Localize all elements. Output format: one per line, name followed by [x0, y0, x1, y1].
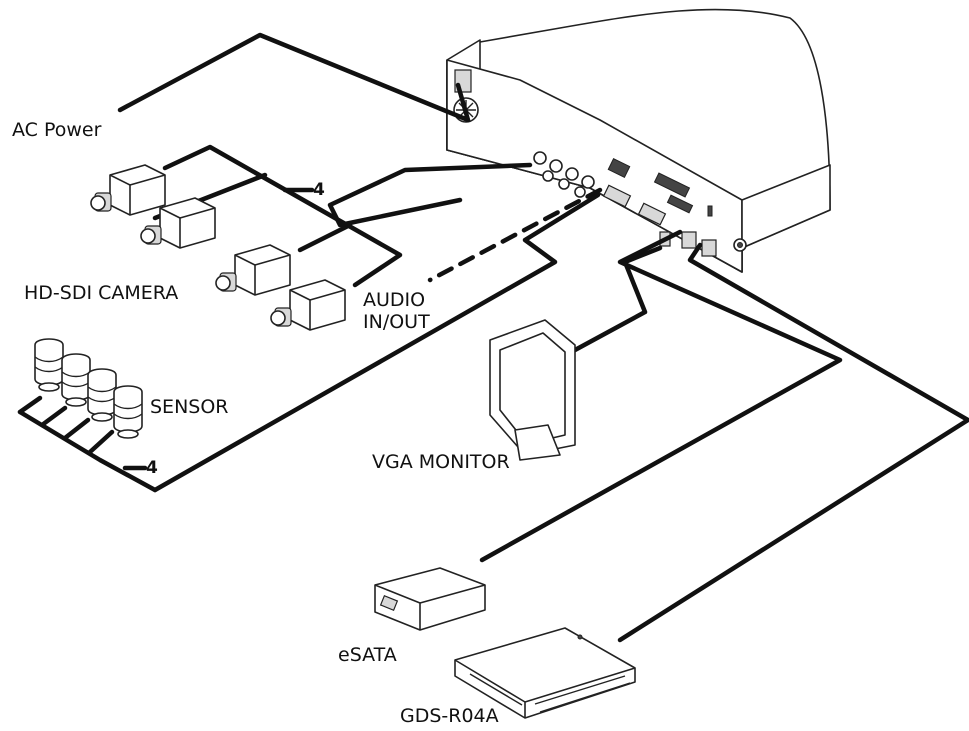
camera-count: 4	[313, 180, 325, 200]
camera-icon	[140, 197, 216, 249]
vga-monitor-label: VGA MONITOR	[372, 451, 510, 473]
sensor-icon	[87, 368, 117, 422]
gds-r04a-icon	[454, 627, 636, 719]
sensor-count: 4	[146, 458, 158, 478]
audio-label-line1: AUDIO	[363, 289, 426, 311]
cables	[17, 32, 969, 643]
sensor-icons	[34, 338, 143, 439]
vga-monitor-icon	[489, 319, 576, 461]
bnc-connectors	[533, 151, 595, 198]
hd-sdi-camera-label: HD-SDI CAMERA	[24, 282, 179, 304]
sensor-drops	[17, 395, 115, 455]
camera-cable-3	[297, 222, 353, 253]
sensor-icon	[61, 353, 91, 407]
camera-bundle-cable	[327, 162, 533, 228]
ac-power-cable	[117, 32, 471, 123]
audio-cable	[427, 187, 603, 283]
sensor-cable	[152, 192, 601, 493]
camera-icon	[270, 279, 346, 331]
gds-r04a-label: GDS-R04A	[400, 705, 499, 727]
esata-icon	[374, 567, 486, 631]
esata-cable	[479, 229, 843, 563]
camera-icons	[90, 164, 346, 331]
sensor-icon	[113, 385, 143, 439]
esata-label: eSATA	[338, 644, 397, 666]
gds-cable	[617, 242, 969, 643]
ac-power-label: AC Power	[12, 119, 102, 141]
sensor-icon	[34, 338, 64, 392]
camera-icon	[215, 244, 291, 296]
camera-cable-1	[162, 144, 403, 288]
camera-icon	[90, 164, 166, 216]
sensor-bus	[17, 409, 158, 493]
vga-cable	[572, 245, 663, 353]
sensor-label: SENSOR	[150, 396, 229, 418]
audio-label-line2: IN/OUT	[363, 311, 430, 333]
dvr-unit	[446, 8, 831, 273]
